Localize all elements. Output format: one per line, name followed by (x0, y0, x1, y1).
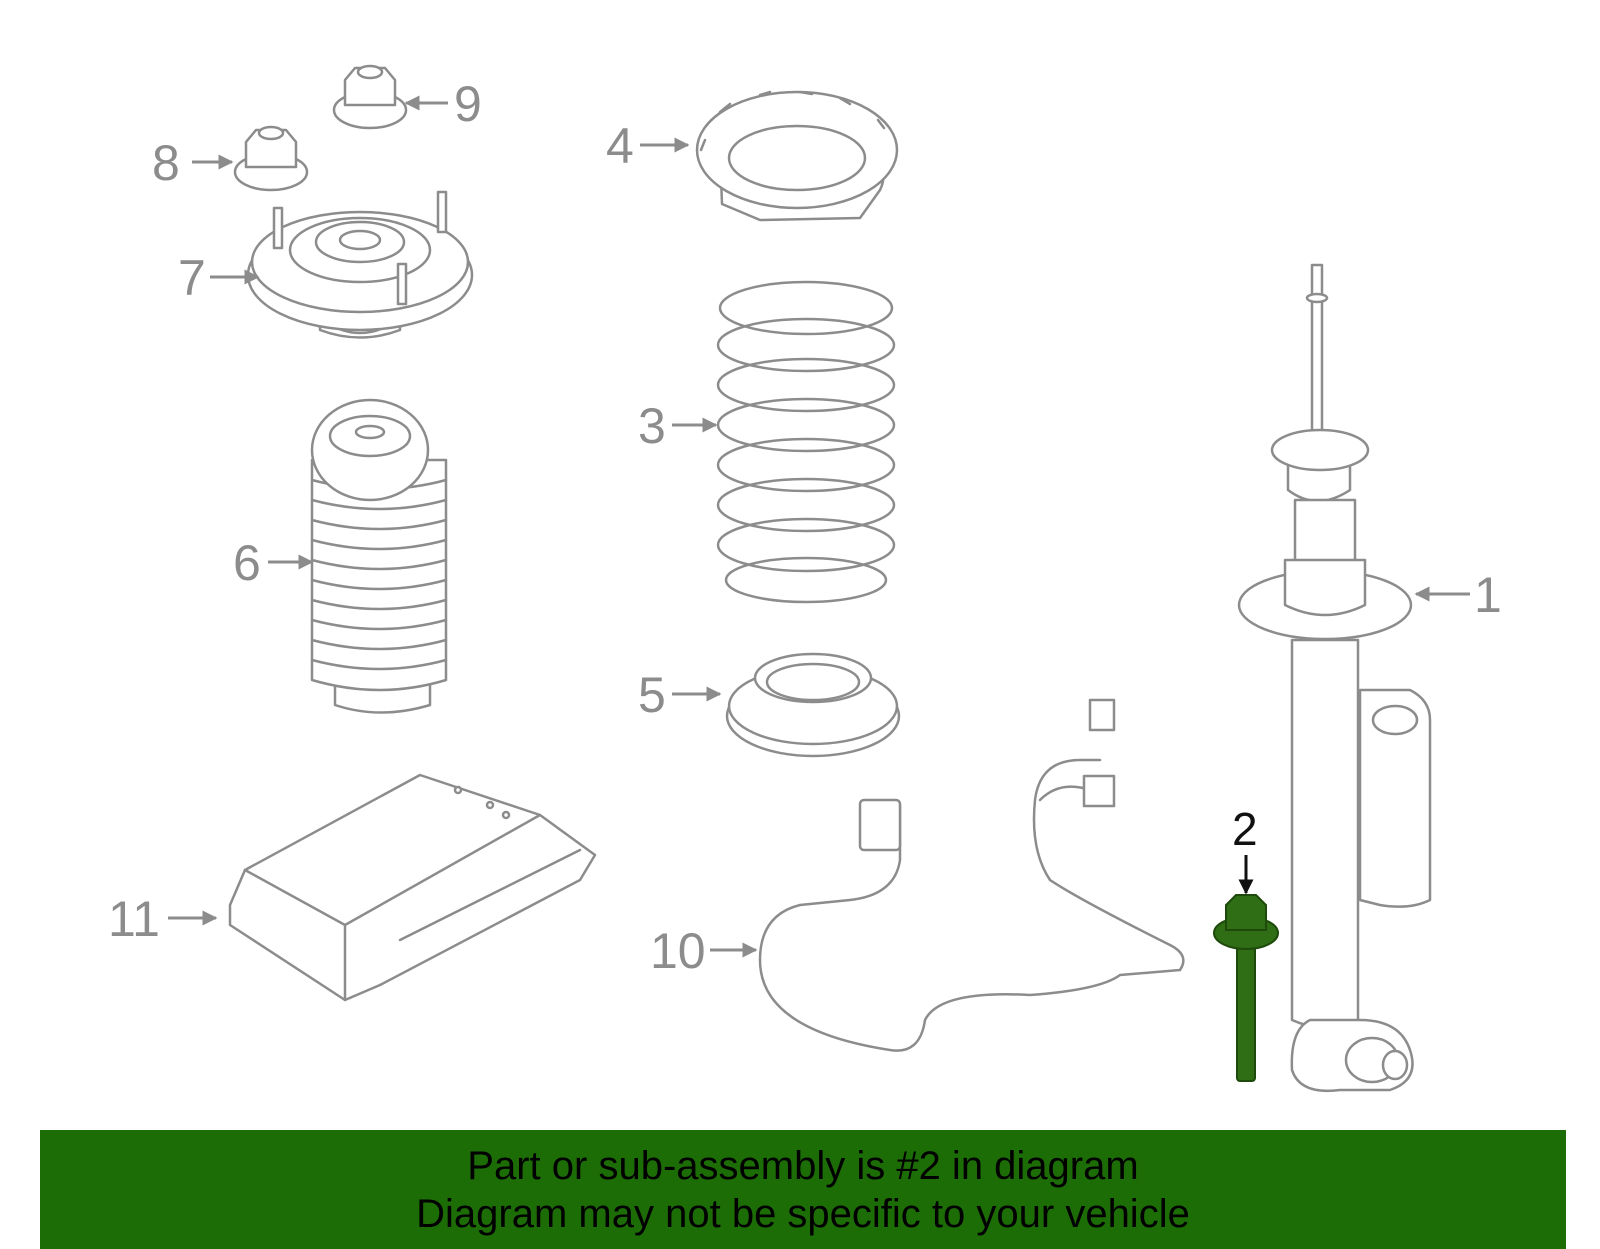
part-5-lower-seat (725, 652, 901, 758)
callout-7: 7 (178, 250, 206, 306)
info-banner: Part or sub-assembly is #2 in diagram Di… (40, 1130, 1566, 1249)
callout-6: 6 (233, 535, 261, 591)
part-2-bolt (1213, 894, 1279, 1082)
callout-2: 2 (1232, 803, 1258, 855)
part-10-wheel-sensor (758, 698, 1185, 1052)
part-4-spring-seat (695, 90, 899, 222)
part-7-upper-mount (246, 190, 474, 339)
part-3-coil-spring (716, 280, 896, 604)
callout-9: 9 (454, 76, 482, 132)
callout-4: 4 (606, 118, 634, 174)
callout-5: 5 (638, 667, 666, 723)
banner-line-1: Part or sub-assembly is #2 in diagram (467, 1144, 1139, 1188)
callout-11: 11 (108, 891, 160, 947)
part-8-nut (233, 125, 309, 192)
part-1-shock-absorber (1237, 263, 1432, 1093)
part-11-control-module (228, 773, 597, 1002)
banner-line-2: Diagram may not be specific to your vehi… (416, 1192, 1190, 1236)
callout-8: 8 (152, 135, 180, 191)
part-9-nut (332, 64, 408, 130)
part-6-dust-boot (310, 398, 448, 714)
callout-3: 3 (638, 398, 666, 454)
callout-1: 1 (1474, 567, 1502, 623)
callout-10: 10 (650, 923, 706, 979)
